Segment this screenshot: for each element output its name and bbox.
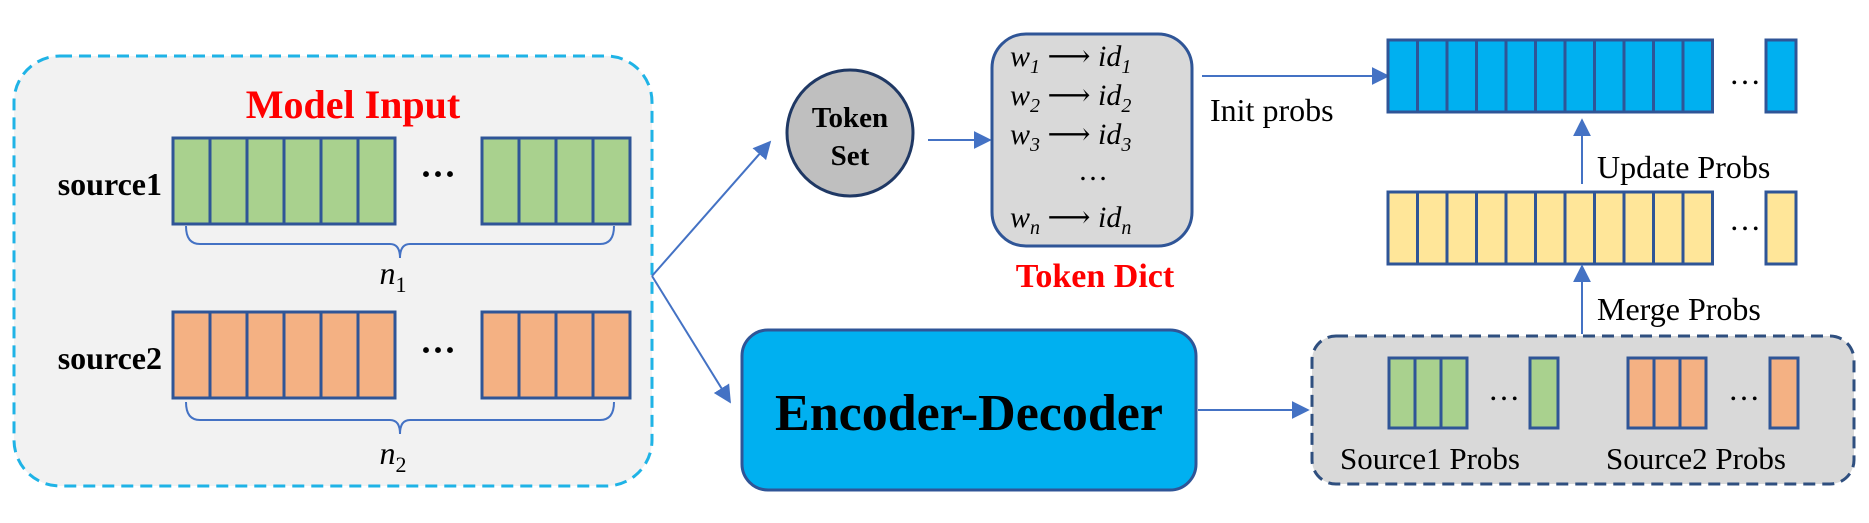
merged-prob-cell bbox=[1534, 190, 1567, 266]
source2-token-cell bbox=[245, 310, 286, 400]
source2-label: source2 bbox=[58, 340, 162, 376]
merged-prob-cell bbox=[1563, 190, 1596, 266]
source1-token-cell bbox=[208, 136, 249, 226]
merged-prob-cell bbox=[1504, 190, 1537, 266]
source2-token-cell bbox=[554, 310, 595, 400]
source1-token-cell bbox=[480, 136, 521, 226]
source1-prob-cell bbox=[1413, 356, 1443, 430]
arrow-to-token-set bbox=[651, 140, 772, 277]
source1-token-cell bbox=[554, 136, 595, 226]
merged-prob-cell bbox=[1593, 190, 1626, 266]
update-probs-label: Update Probs bbox=[1597, 149, 1770, 185]
source1-token-cell bbox=[591, 136, 632, 226]
source2-ellipsis: ··· bbox=[420, 330, 456, 370]
final-probs-sequence bbox=[1386, 38, 1798, 114]
source1-prob-cell bbox=[1439, 356, 1469, 430]
token-dict-box bbox=[990, 32, 1194, 248]
final-prob-cell bbox=[1534, 38, 1567, 114]
final-prob-cell bbox=[1681, 38, 1714, 114]
source1-brace bbox=[185, 225, 615, 259]
merged-prob-cell bbox=[1416, 190, 1449, 266]
token-set-node bbox=[785, 68, 915, 198]
final-prob-cell bbox=[1622, 38, 1655, 114]
yellow-ellipsis: … bbox=[1729, 201, 1761, 237]
init-probs-label: Init probs bbox=[1210, 92, 1334, 128]
final-prob-cell bbox=[1764, 38, 1798, 114]
source1-prob-cell bbox=[1528, 356, 1560, 430]
blue-ellipsis: … bbox=[1729, 55, 1761, 91]
token-dict-row: w1 ⟶ id1 bbox=[1010, 40, 1131, 78]
source2-token-cell bbox=[480, 310, 521, 400]
source1-label: source1 bbox=[58, 166, 162, 202]
final-prob-cell bbox=[1504, 38, 1537, 114]
n1-label: n1 bbox=[380, 255, 407, 297]
source1-token-cell bbox=[245, 136, 286, 226]
merge-probs-label: Merge Probs bbox=[1597, 291, 1761, 327]
token-set-line2: Set bbox=[831, 140, 870, 172]
final-prob-cell bbox=[1416, 38, 1449, 114]
source1-token-cell bbox=[171, 136, 212, 226]
source2-token-cell bbox=[591, 310, 632, 400]
source2-prob-cell bbox=[1768, 356, 1800, 430]
encoder-decoder-box bbox=[740, 328, 1198, 492]
merged-prob-cell bbox=[1681, 190, 1714, 266]
merged-prob-cell bbox=[1475, 190, 1508, 266]
token-dict-caption: Token Dict bbox=[1016, 258, 1175, 295]
final-prob-cell bbox=[1563, 38, 1596, 114]
source1-token-cell bbox=[319, 136, 360, 226]
merged-prob-cell bbox=[1764, 190, 1798, 266]
source1-token-cell bbox=[282, 136, 323, 226]
source2-token-cell bbox=[208, 310, 249, 400]
source2-token-cell bbox=[319, 310, 360, 400]
source1-probs-ellipsis: … bbox=[1488, 371, 1520, 407]
source2-token-cell bbox=[282, 310, 323, 400]
final-prob-cell bbox=[1445, 38, 1478, 114]
merged-prob-cell bbox=[1386, 190, 1419, 266]
source2-token-cell bbox=[517, 310, 558, 400]
final-prob-cell bbox=[1386, 38, 1419, 114]
token-dict-row: w2 ⟶ id2 bbox=[1010, 79, 1131, 117]
source1-probs-sequence bbox=[1387, 356, 1560, 430]
merged-prob-cell bbox=[1652, 190, 1685, 266]
arrow-to-encoder-decoder bbox=[651, 275, 731, 404]
token-dict-ellipsis: … bbox=[1078, 154, 1108, 187]
source2-prob-cell bbox=[1678, 356, 1708, 430]
merged-prob-cell bbox=[1622, 190, 1655, 266]
source1-ellipsis: ··· bbox=[420, 154, 456, 194]
source2-token-cell bbox=[356, 310, 397, 400]
token-set-line1: Token bbox=[812, 102, 888, 134]
encoder-decoder-label: Encoder-Decoder bbox=[775, 385, 1163, 442]
model-input-title: Model Input bbox=[246, 82, 461, 127]
n2-label: n2 bbox=[380, 435, 407, 477]
final-prob-cell bbox=[1475, 38, 1508, 114]
source1-prob-cell bbox=[1387, 356, 1417, 430]
source2-prob-cell bbox=[1626, 356, 1656, 430]
token-dict-row: w3 ⟶ id3 bbox=[1010, 118, 1131, 156]
source2-brace bbox=[185, 401, 615, 435]
source2-token-cell bbox=[171, 310, 212, 400]
source2-probs-sequence bbox=[1626, 356, 1800, 430]
source1-token-cell bbox=[517, 136, 558, 226]
source2-probs-label: Source2 Probs bbox=[1606, 441, 1786, 476]
merged-probs-sequence bbox=[1386, 190, 1798, 266]
source2-probs-ellipsis: … bbox=[1728, 371, 1760, 407]
source1-token-cell bbox=[356, 136, 397, 226]
source1-token-sequence bbox=[171, 136, 632, 226]
source2-prob-cell bbox=[1652, 356, 1682, 430]
merged-prob-cell bbox=[1445, 190, 1478, 266]
final-prob-cell bbox=[1652, 38, 1685, 114]
source1-probs-label: Source1 Probs bbox=[1340, 441, 1520, 476]
token-dict-row: wn ⟶ idn bbox=[1010, 201, 1131, 239]
final-prob-cell bbox=[1593, 38, 1626, 114]
source2-token-sequence bbox=[171, 310, 632, 400]
